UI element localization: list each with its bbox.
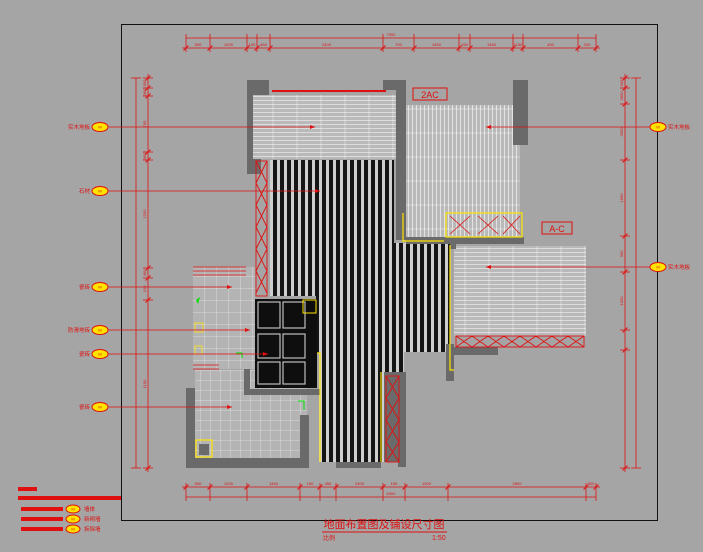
left_dims-label: 400 [142, 269, 147, 276]
callout-tag: M [98, 189, 101, 194]
top_dims-label: 700 [395, 42, 402, 47]
top_dims-label: 150 [461, 42, 468, 47]
bottom_dims-label: 2800 [513, 481, 523, 486]
top_dims-label: 200 [584, 42, 591, 47]
left_dims-label: 2800 [142, 87, 147, 97]
top_dims-label: 2400 [322, 42, 332, 47]
drawing-title: 地面布置图及铺设尺寸图 [324, 517, 445, 531]
legend: M 墙体 M 新砌墙 M 拆除墙 [18, 487, 121, 534]
right_dims-label: 3950 [619, 127, 624, 137]
left_dims-label: 700 [142, 120, 147, 127]
scale-value: 1:50 [432, 535, 446, 542]
bottom_dims-label: 1200 [224, 481, 234, 486]
top_dims-label: 450 [260, 42, 267, 47]
legend-tag: M [71, 517, 74, 522]
top_dims-label: 1200 [224, 42, 234, 47]
callout-tag: M [98, 405, 101, 410]
scale-label: 比例 [323, 534, 335, 542]
material-callouts: M 实木地板 M 石材 M 瓷砖 M 防滑地砖 M 瓷砖 M 瓷砖 M 实木地板 M 实木地板 [68, 122, 691, 412]
cabinet-elevation [449, 215, 521, 235]
wardrobe-blocks [255, 299, 317, 388]
right_dims-label: 1000 [619, 296, 624, 306]
right_dims-label: 600 [619, 79, 624, 86]
floor-drain [195, 439, 213, 458]
tile-floor-kitchen [193, 267, 255, 369]
bottom_dims-total: 6300 [387, 491, 397, 496]
callout-label: 防滑地砖 [68, 326, 91, 334]
legend-tag: M [71, 507, 74, 512]
left_dims-label: 1250 [142, 209, 147, 219]
top_dims-label: 100 [249, 42, 256, 47]
top_dims-label: 500 [195, 42, 202, 47]
bottom_dims-label: 150 [307, 481, 314, 486]
callout-tag: M [656, 125, 659, 130]
callout-tag: M [98, 328, 101, 333]
legend-tag: M [71, 527, 74, 532]
floor-finishes [193, 95, 586, 462]
callout-tag: M [98, 285, 101, 290]
callout-tag: M [98, 125, 101, 130]
striped-stone-corridor [270, 160, 450, 462]
callout-label: 实木地板 [668, 263, 691, 271]
callout-label: 石材 [79, 187, 91, 195]
bottom_dims-label: 450 [325, 481, 332, 486]
bottom_dims-label: 500 [588, 481, 595, 486]
callout-tag: M [656, 265, 659, 270]
wood-floor-study [406, 105, 520, 237]
bottom_dims-label: 500 [195, 481, 202, 486]
right_dims-label: 1650 [619, 193, 624, 203]
section-mark-1-label: 2AC [421, 90, 439, 100]
section-mark-1 [412, 87, 448, 101]
callout-label: 瓷砖 [79, 350, 91, 358]
door-hatching [255, 160, 585, 463]
bottom_dims-label: 2400 [355, 481, 365, 486]
top_dims-total: 7300 [387, 32, 397, 37]
kitchen-stair-lines [193, 266, 246, 370]
sheet-frame [121, 24, 658, 521]
callout-label: 实木地板 [668, 123, 691, 131]
left_dims-label: 1100 [142, 379, 147, 388]
bottom_dims-label: 1000 [422, 481, 432, 486]
section-mark-2 [541, 221, 573, 235]
left_dims-label: 150 [142, 285, 147, 292]
dimension-lines: 500 1200 100 450 2400 700 1450 150 1450 1150 400 20… [131, 32, 641, 501]
top_dims-label: 1450 [487, 42, 497, 47]
callout-label: 实木地板 [68, 123, 91, 131]
accent-outlines [316, 212, 523, 462]
callout-tag: M [98, 352, 101, 357]
callout-label: 瓷砖 [79, 283, 91, 291]
right_dims-label: 300 [619, 250, 624, 257]
top_dims-label: 400 [547, 42, 554, 47]
left_dims-label: 3800 [142, 151, 147, 161]
legend-label: 墙体 [84, 505, 96, 513]
legend-label: 拆除墙 [84, 525, 101, 533]
legend-label: 新砌墙 [84, 515, 101, 523]
bottom_dims-label: 150 [391, 481, 398, 486]
top_dims-label: 1450 [432, 42, 442, 47]
left_dims-label: 600 [142, 79, 147, 86]
wood-floor-master [454, 246, 586, 336]
section-mark-2-label: A-C [549, 224, 565, 234]
right_dims-label: 2800 [619, 91, 624, 101]
callout-label: 瓷砖 [79, 403, 91, 411]
top_dims-label: 1150 [514, 42, 523, 47]
bottom_dims-label: 1450 [269, 481, 279, 486]
